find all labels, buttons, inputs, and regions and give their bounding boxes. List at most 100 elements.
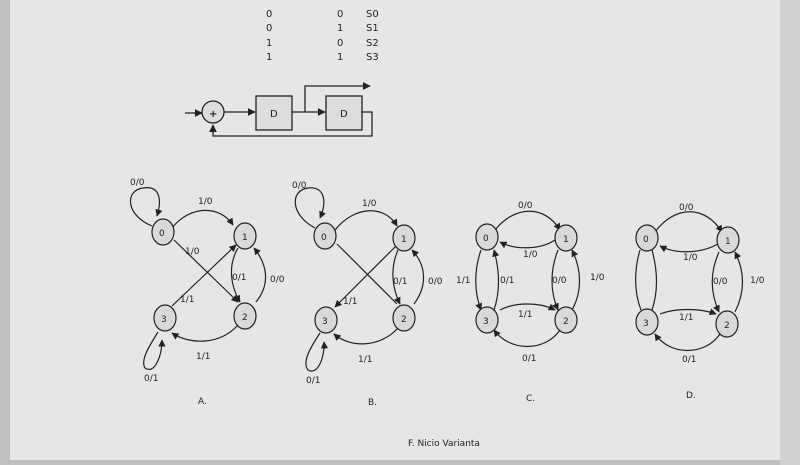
- edge-2-3-bottom: [493, 329, 561, 348]
- edge-1-2-in: [551, 249, 559, 311]
- edge-cross: [336, 243, 398, 305]
- table-cell: S0: [366, 9, 379, 20]
- diagram-a: 0 1 2 3 0/0 1/0 1/0 0/1 0/0 1/1 1/1 0/1 …: [129, 178, 285, 407]
- ff2-label: D: [340, 109, 348, 120]
- edge-label: 1/1: [679, 313, 693, 323]
- edge-1-2-in: [711, 251, 720, 313]
- ff1-label: D: [270, 109, 278, 120]
- node-label: 0: [483, 234, 489, 244]
- edge-label: 0/0: [713, 277, 728, 287]
- edge-label: 0/1: [682, 355, 696, 365]
- shift-register-circuit: [185, 82, 373, 137]
- state-table: 0 0 S0 0 1 S1 1 0 S2 1 1 S3: [266, 9, 379, 63]
- edge-0-1-top: [654, 211, 723, 233]
- edge-0-1: [334, 210, 398, 231]
- node-label: 3: [161, 315, 167, 325]
- output-wire: [304, 82, 371, 112]
- flip-flop-2: [325, 95, 363, 131]
- table-cell: S1: [366, 23, 379, 34]
- edge-label: 1/1: [358, 355, 372, 365]
- table-cell: 1: [337, 23, 343, 34]
- edge-self-0: [294, 187, 326, 229]
- state-node: [475, 306, 499, 334]
- footer-option: F. Nicio Varianta: [408, 439, 480, 449]
- edge-2-3: [171, 324, 239, 342]
- node-label: 1: [401, 235, 407, 245]
- diagram-b: 0 1 2 3 0/0 1/0 1/1 0/1 0/0 1/1 0/1 B.: [292, 181, 443, 408]
- state-node: [392, 224, 416, 252]
- state-node: [554, 224, 578, 252]
- table-cell: 0: [266, 9, 272, 20]
- state-node: [233, 302, 257, 330]
- edge-label: 0/0: [518, 201, 533, 211]
- diagram-c: 0 1 2 3 0/0 1/0 1/1 0/1 0/0 1/0 1/1 0/1 …: [456, 201, 605, 404]
- background-edge: [780, 0, 800, 465]
- edge-label: 1/1: [518, 310, 532, 320]
- edge-label: 1/0: [198, 197, 213, 207]
- adder-symbol: +: [209, 109, 217, 120]
- state-node: [716, 226, 740, 254]
- edge-label: 1/0: [683, 253, 698, 263]
- edge-0-1: [171, 209, 234, 229]
- circuit-labels: + D D: [209, 109, 348, 120]
- edge-self-3: [143, 331, 166, 371]
- table-cell: 0: [266, 23, 272, 34]
- edge-1-3: [334, 245, 397, 308]
- edge-3-2-mid: [499, 303, 556, 311]
- edge-0-2: [173, 239, 239, 303]
- diagram-d: 0 1 2 3 0/0 1/0 0/0 1/0 1/1 0/1 D.: [635, 203, 765, 401]
- edge-2-3-bottom: [654, 333, 721, 352]
- edge-0-1-top: [494, 210, 561, 231]
- state-node: [635, 224, 659, 252]
- table-cell: S3: [366, 52, 379, 63]
- node-label: 1: [563, 235, 569, 245]
- edge-label: 0/1: [232, 273, 246, 283]
- node-label: 0: [159, 229, 165, 239]
- edge-0-3-out: [635, 249, 642, 311]
- edge-label: 1/0: [185, 247, 200, 257]
- node-label: 2: [563, 317, 569, 327]
- edge-label: 0/1: [144, 374, 158, 384]
- edge-label: 0/0: [679, 203, 694, 213]
- state-node: [233, 222, 257, 250]
- edge-3-2-mid: [659, 308, 717, 316]
- diagram-caption: A.: [198, 397, 207, 407]
- table-cell: 1: [266, 38, 272, 49]
- state-node: [554, 306, 578, 334]
- edge-label: 0/0: [270, 275, 285, 285]
- edge-label: 1/1: [456, 276, 470, 286]
- state-node: [313, 222, 337, 250]
- edge-label: 1/1: [180, 295, 194, 305]
- node-label: 3: [643, 319, 649, 329]
- edge-self-3: [305, 332, 329, 372]
- table-cell: 1: [337, 52, 343, 63]
- edge-1-2: [230, 247, 241, 303]
- edge-label: 1/0: [590, 273, 605, 283]
- table-cell: S2: [366, 38, 379, 49]
- edge-label: 1/0: [523, 250, 538, 260]
- edge-label: 0/1: [306, 376, 320, 386]
- node-label: 2: [401, 315, 407, 325]
- edge-label: 1/0: [750, 276, 765, 286]
- edge-1-2: [392, 249, 401, 305]
- node-label: 2: [242, 313, 248, 323]
- diagram-caption: C.: [526, 394, 535, 404]
- edge-label: 0/0: [292, 181, 307, 191]
- edge-label: 1/1: [343, 297, 357, 307]
- edge-label: 0/0: [552, 276, 567, 286]
- state-node: [392, 304, 416, 332]
- edge-2-1: [411, 249, 425, 305]
- edge-2-1-out: [734, 251, 744, 313]
- feedback-wire: [209, 111, 373, 137]
- edge-3-1: [171, 244, 237, 307]
- state-node: [153, 304, 177, 332]
- edge-1-0-mid: [659, 243, 719, 253]
- edge-label: 1/1: [196, 352, 210, 362]
- edge-self-0: [129, 187, 163, 227]
- state-node: [475, 223, 499, 251]
- node-label: 0: [643, 235, 649, 245]
- edge-0-3-out: [475, 249, 483, 311]
- edge-label: 1/0: [362, 199, 377, 209]
